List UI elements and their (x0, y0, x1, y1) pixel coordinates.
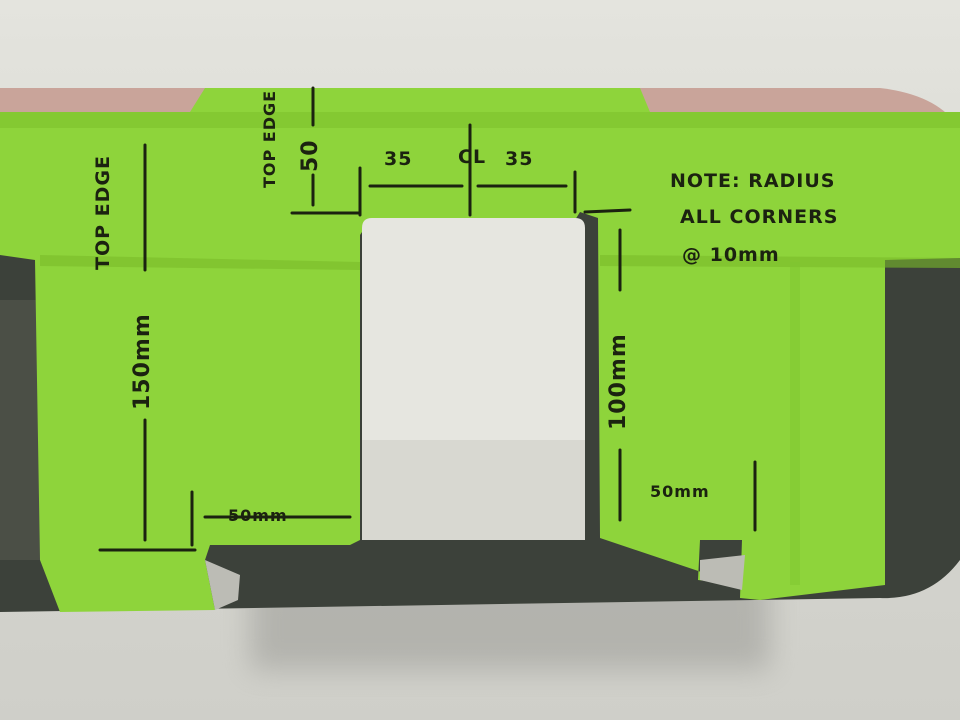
note-line2: ALL CORNERS (680, 206, 839, 228)
dim-50mm-right-label: 50mm (650, 482, 710, 501)
tape-seam-vert (790, 262, 800, 585)
dim-150mm-label: 150mm (130, 313, 155, 410)
bumper-highlight (0, 300, 40, 560)
note-line3: @ 10mm (682, 244, 780, 266)
tape-seam-mid (40, 255, 360, 270)
tape-template (0, 88, 960, 612)
notch-left (205, 560, 240, 610)
dimension-lines (98, 86, 757, 552)
dim-100mm-label: 100mm (606, 333, 631, 430)
dim-left-35-label: 35 (384, 148, 413, 170)
notch-right (700, 555, 745, 590)
centerline-label: CL (458, 146, 487, 168)
top-edge-right-label: TOP EDGE (260, 89, 279, 188)
tape-seam-top (0, 112, 960, 128)
note-line1: NOTE: RADIUS (670, 170, 836, 192)
top-edge-left-label: TOP EDGE (92, 155, 114, 270)
dim-top-50-label: 50 (298, 139, 323, 172)
tape-seam-right (600, 255, 960, 268)
dim-50mm-left-label: 50mm (228, 506, 288, 525)
cutout-shadow (362, 440, 585, 540)
dim-right-35-label: 35 (505, 148, 534, 170)
